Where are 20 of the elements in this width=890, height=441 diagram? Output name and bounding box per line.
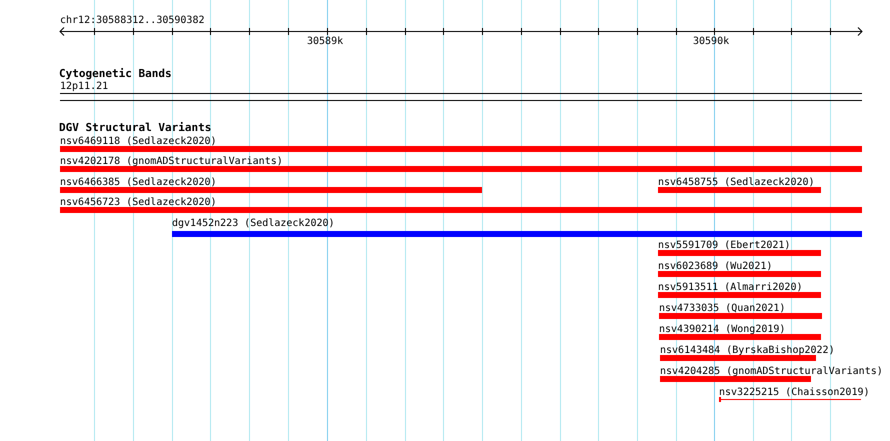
tick-label: 30589k	[307, 36, 344, 47]
feature-label: nsv6458755 (Sedlazeck2020)	[658, 177, 815, 188]
feature-label: nsv6456723 (Sedlazeck2020)	[60, 197, 217, 208]
band-label: 12p11.21	[60, 81, 108, 92]
tick-label: 30590k	[693, 36, 730, 47]
feature-label: nsv4390214 (Wong2019)	[659, 324, 786, 335]
feature-label: nsv6469118 (Sedlazeck2020)	[60, 136, 217, 147]
feature-label: nsv5591709 (Ebert2021)	[658, 240, 790, 251]
feature-label: nsv5913511 (Almarri2020)	[658, 282, 802, 293]
feature-label: nsv4202178 (gnomADStructuralVariants)	[60, 156, 283, 167]
feature-label: nsv6466385 (Sedlazeck2020)	[60, 177, 217, 188]
locus-label: chr12:30588312..30590382	[60, 15, 204, 26]
feature-label: nsv4733035 (Quan2021)	[659, 303, 786, 314]
feature-label: nsv6023689 (Wu2021)	[658, 261, 772, 272]
feature-label: nsv3225215 (Chaisson2019)	[719, 387, 870, 398]
track-title: DGV Structural Variants	[59, 122, 212, 133]
feature-label: dgv1452n223 (Sedlazeck2020)	[172, 218, 335, 229]
feature-label: nsv4204285 (gnomADStructuralVariants)	[660, 366, 883, 377]
feature-label: nsv6143484 (ByrskaBishop2022)	[660, 345, 835, 356]
track-title: Cytogenetic Bands	[59, 68, 172, 79]
